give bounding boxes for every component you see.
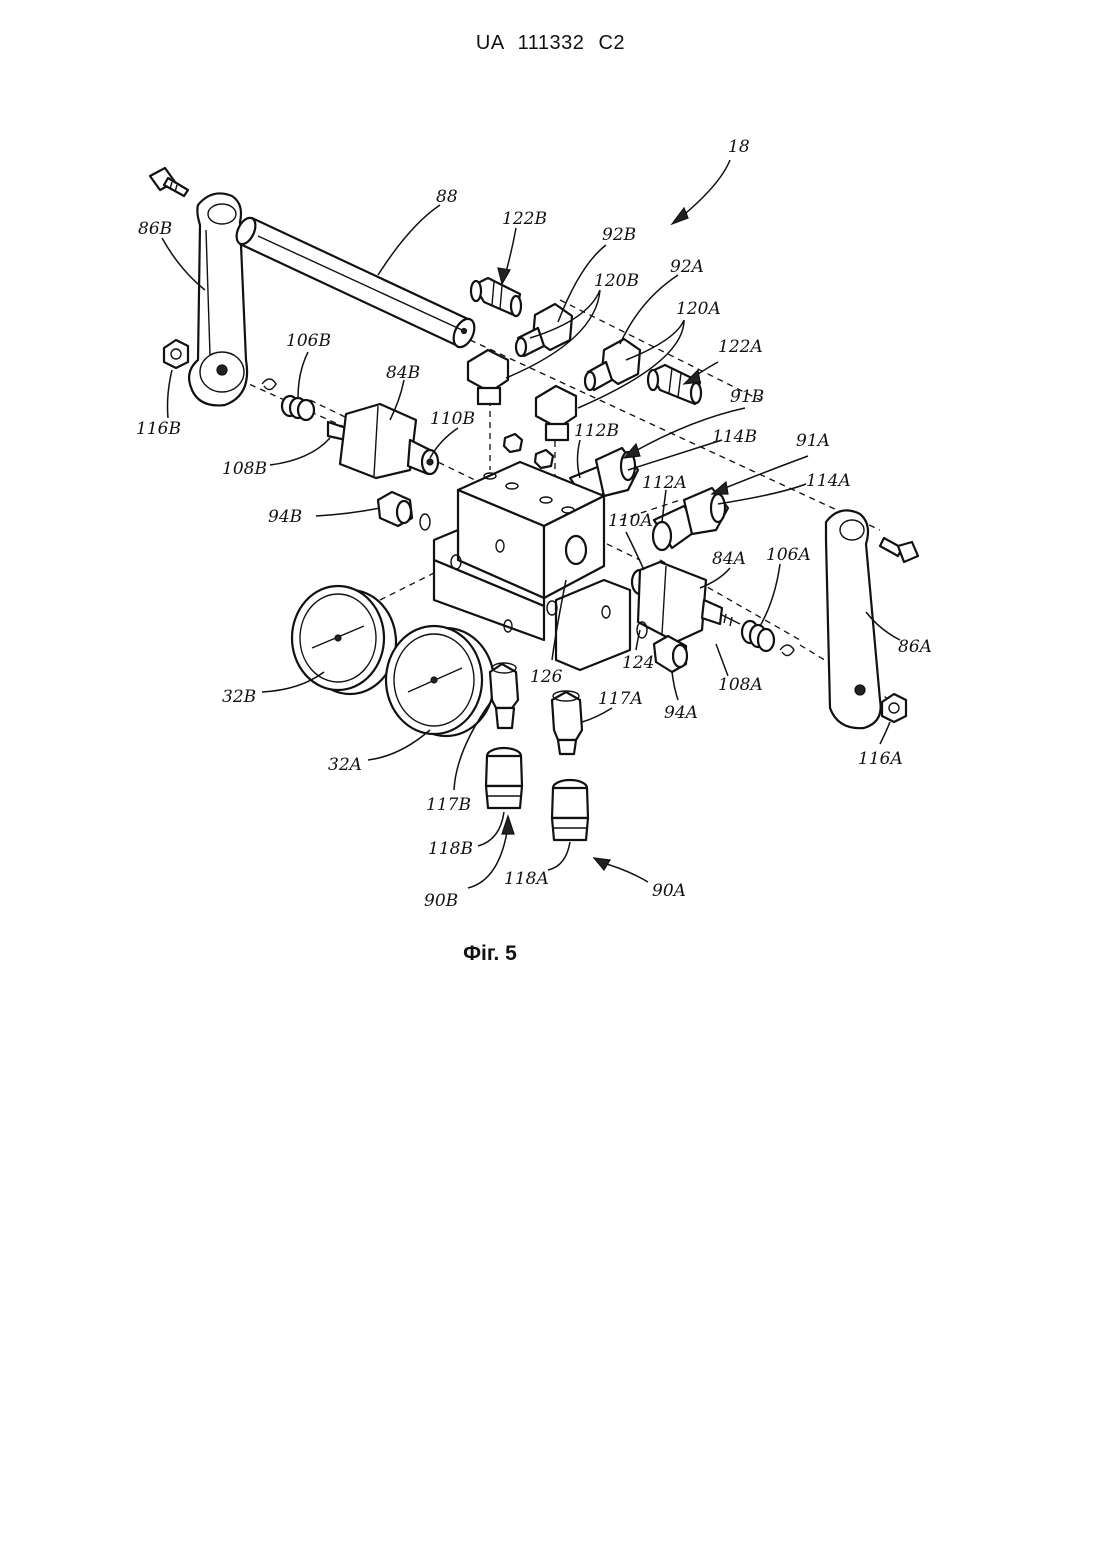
label-91b: 91B <box>730 387 764 407</box>
screw-top-left <box>150 168 188 196</box>
label-110a: 110A <box>608 511 653 531</box>
figure-caption: Фіг. 5 <box>440 942 540 966</box>
nut-116a <box>882 694 906 722</box>
label-124: 124 <box>622 653 654 673</box>
label-88: 88 <box>436 187 458 207</box>
label-84b: 84B <box>386 363 420 383</box>
screw-right <box>880 538 918 562</box>
label-32a: 32A <box>328 755 362 775</box>
label-90b: 90B <box>424 891 458 911</box>
label-126: 126 <box>530 667 563 687</box>
fitting-112a-114a <box>653 488 728 550</box>
label-122a: 122A <box>718 337 763 357</box>
label-118b: 118B <box>428 839 473 859</box>
shaft-88 <box>233 215 479 350</box>
label-114b: 114B <box>712 427 757 447</box>
label-116b: 116B <box>136 419 181 439</box>
fitting-122b <box>471 278 521 316</box>
label-86b: 86B <box>138 219 172 239</box>
label-108a: 108A <box>718 675 763 695</box>
label-112b: 112B <box>574 421 619 441</box>
valve-cartridge-84b <box>328 404 438 478</box>
label-90a: 90A <box>652 881 686 901</box>
label-108b: 108B <box>222 459 267 479</box>
label-118a: 118A <box>504 869 549 889</box>
plug-94a <box>654 636 687 672</box>
fitting-117a <box>552 691 582 754</box>
label-112a: 112A <box>642 473 687 493</box>
label-92b: 92B <box>602 225 636 245</box>
label-117a: 117A <box>598 689 643 709</box>
elbow-fitting-92a <box>585 339 640 390</box>
label-91a: 91A <box>796 431 830 451</box>
label-84a: 84A <box>712 549 746 569</box>
fitting-118a <box>552 780 588 840</box>
label-122b: 122B <box>502 209 547 229</box>
elbow-fitting-92b <box>516 304 572 356</box>
label-114a: 114A <box>806 471 851 491</box>
label-120a: 120A <box>676 299 721 319</box>
label-86a: 86A <box>898 637 932 657</box>
spring-106b <box>262 379 314 420</box>
adapter-120a <box>536 386 576 440</box>
label-94b: 94B <box>268 507 302 527</box>
label-32b: 32B <box>222 687 256 707</box>
fitting-122a <box>648 365 701 404</box>
fitting-118b <box>486 748 522 808</box>
label-110b: 110B <box>430 409 475 429</box>
label-94a: 94A <box>664 703 698 723</box>
pressure-gauge-32b <box>292 586 396 694</box>
spring-106a <box>742 621 794 656</box>
label-106b: 106B <box>286 331 331 351</box>
label-18: 18 <box>728 137 750 157</box>
label-106a: 106A <box>766 545 811 565</box>
pressure-gauge-32a <box>386 626 494 736</box>
nut-116b <box>164 340 188 368</box>
label-120b: 120B <box>594 271 639 291</box>
label-116a: 116A <box>858 749 903 769</box>
label-92a: 92A <box>670 257 704 277</box>
lever-arm-86b <box>189 193 247 405</box>
adapter-120b <box>468 350 508 404</box>
fitting-117b <box>490 663 518 728</box>
label-117b: 117B <box>426 795 471 815</box>
plug-94b <box>378 492 430 530</box>
